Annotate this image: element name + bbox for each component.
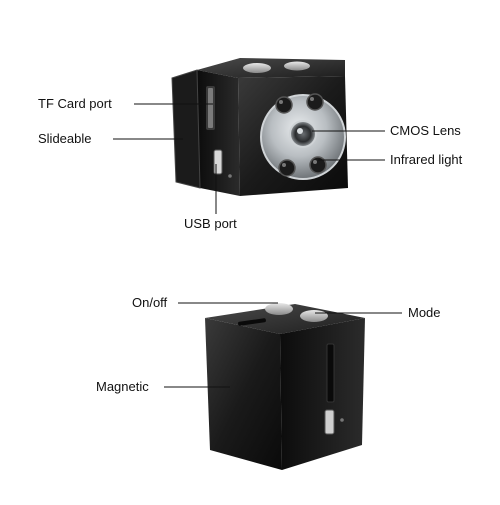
- label-infrared-light: Infrared light: [390, 152, 463, 167]
- power-button[interactable]: [243, 63, 271, 73]
- camera-side-face: [197, 70, 240, 196]
- infrared-led: [306, 93, 324, 111]
- leader-lines: [113, 103, 402, 388]
- infrared-led: [278, 159, 296, 177]
- usb-port[interactable]: [213, 149, 223, 175]
- mode-button[interactable]: [284, 61, 310, 71]
- label-cmos-lens: CMOS Lens: [390, 123, 461, 138]
- label-slideable: Slideable: [38, 131, 92, 146]
- status-led: [228, 174, 232, 178]
- camera-top-view: [171, 58, 348, 196]
- top-slot: [238, 318, 266, 326]
- label-onoff: On/off: [132, 295, 168, 310]
- camera-bottom-top-face: [205, 304, 365, 334]
- label-usb-port: USB port: [184, 216, 237, 231]
- onoff-button[interactable]: [265, 303, 293, 315]
- label-tf-card-port: TF Card port: [38, 96, 112, 111]
- side-card-slot: [326, 343, 335, 403]
- cmos-lens: [289, 120, 317, 148]
- camera-bottom-left-face: [205, 318, 282, 470]
- camera-bottom-right-face: [280, 318, 365, 470]
- camera-bottom-view: [205, 303, 365, 470]
- label-magnetic: Magnetic: [96, 379, 149, 394]
- label-mode: Mode: [408, 305, 441, 320]
- mode-button-bottom[interactable]: [300, 310, 328, 322]
- infrared-led: [275, 96, 293, 114]
- infrared-leds: [275, 93, 327, 177]
- infrared-led: [309, 156, 327, 174]
- slideable-cover[interactable]: [171, 69, 201, 189]
- side-usb-port[interactable]: [324, 409, 335, 435]
